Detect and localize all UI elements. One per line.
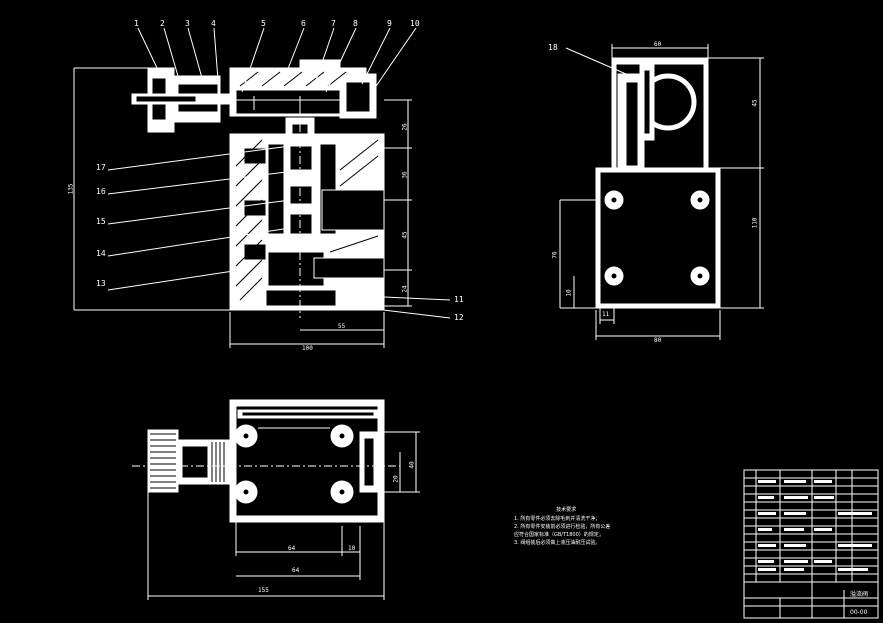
title-block <box>743 469 879 619</box>
part-label: 5 <box>261 19 266 28</box>
dimension-label: 20 <box>392 475 400 483</box>
dimension-label: 36 <box>401 171 409 179</box>
part-label: 12 <box>454 313 464 322</box>
part-label: 7 <box>331 19 336 28</box>
dimension-label: 24 <box>401 285 409 293</box>
technical-requirements: 技术要求 1. 所有零件必须去除毛刺并清洗干净； 2. 所有零件安装前必须进行检… <box>514 506 610 547</box>
dimension-label: 80 <box>654 337 662 344</box>
part-label: 16 <box>96 187 106 196</box>
part-label: 13 <box>96 279 106 288</box>
drawing-code: 00-00 <box>850 609 868 616</box>
part-label: 18 <box>548 43 558 52</box>
part-label: 2 <box>160 19 165 28</box>
part-label: 14 <box>96 249 106 258</box>
dimension-label: 76 <box>551 251 559 259</box>
part-label: 10 <box>410 19 420 28</box>
part-label: 11 <box>454 295 464 304</box>
notes-line: 1. 所有零件必须去除毛刺并清洗干净； <box>514 516 601 522</box>
part-label: 17 <box>96 163 106 172</box>
dimension-label: 55 <box>338 323 346 330</box>
dimension-label: 26 <box>401 123 409 131</box>
notes-line: 3. 阀组装后必须做上液压油耐压试验。 <box>514 540 601 546</box>
dimension-label: 110 <box>751 217 759 229</box>
dimension-label: 10 <box>348 545 356 552</box>
part-label: 15 <box>96 217 106 226</box>
front-section-view <box>73 27 451 348</box>
part-label: 1 <box>134 19 139 28</box>
dimension-label: 155 <box>258 587 269 594</box>
dimension-label: 45 <box>751 99 759 107</box>
notes-line: 应符合国家标准（GB/T1800）的规定； <box>514 532 604 538</box>
dimension-label: 40 <box>408 461 416 469</box>
dimension-label: 11 <box>602 311 610 318</box>
knob-top <box>147 429 179 493</box>
part-label: 6 <box>301 19 306 28</box>
dimension-label: 60 <box>654 41 662 48</box>
part-label: 3 <box>185 19 190 28</box>
dimension-label: 64 <box>292 567 300 574</box>
drawing-name: 溢流阀 <box>850 591 869 598</box>
notes-line: 2. 所有零件安装前必须进行检验，所有公差 <box>514 524 611 530</box>
dimension-label: 45 <box>401 231 409 239</box>
dimension-label: 135 <box>67 183 75 195</box>
notes-title: 技术要求 <box>556 507 577 513</box>
part-label: 4 <box>211 19 216 28</box>
part-label: 8 <box>353 19 358 28</box>
dimension-label: 64 <box>288 545 296 552</box>
dimension-label: 10 <box>565 289 573 297</box>
dimension-label: 100 <box>302 345 313 352</box>
top-view <box>132 399 420 600</box>
part-label: 9 <box>387 19 392 28</box>
side-view <box>559 44 764 340</box>
